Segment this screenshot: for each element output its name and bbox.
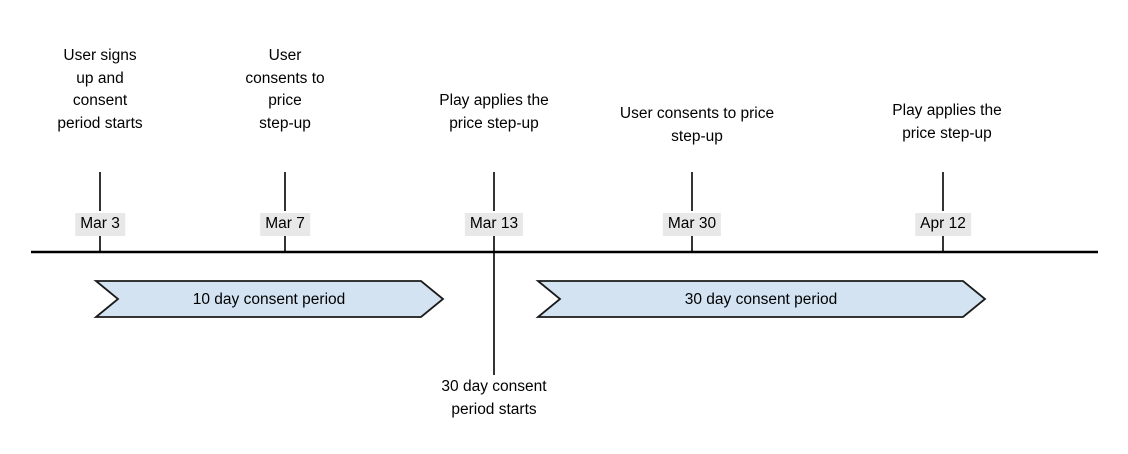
band-label-30-day: 30 day consent period — [684, 291, 838, 308]
date-chip-mar-30: Mar 30 — [662, 213, 722, 236]
date-chip-mar-3: Mar 3 — [75, 213, 125, 236]
band-group — [93, 280, 987, 318]
event-label-mar-13: Play applies the price step-up — [439, 92, 549, 132]
date-chip-mar-7: Mar 7 — [260, 213, 310, 236]
date-chip-apr-12: Apr 12 — [915, 213, 971, 236]
band-10-day — [93, 280, 445, 318]
event-label-mar-3: User signs up and consent period starts — [57, 47, 143, 132]
event-label-apr-12: Play applies the price step-up — [892, 102, 1002, 142]
tick-group — [99, 172, 944, 375]
event-below-label-mar-13: 30 day consent period starts — [441, 378, 547, 418]
event-label-mar-30: User consents to price step-up — [619, 105, 775, 145]
band-30-day — [535, 280, 987, 318]
band-label-10-day: 10 day consent period — [192, 291, 346, 308]
event-label-mar-7: User consents to price step-up — [245, 47, 325, 132]
date-chip-mar-13: Mar 13 — [464, 213, 524, 236]
